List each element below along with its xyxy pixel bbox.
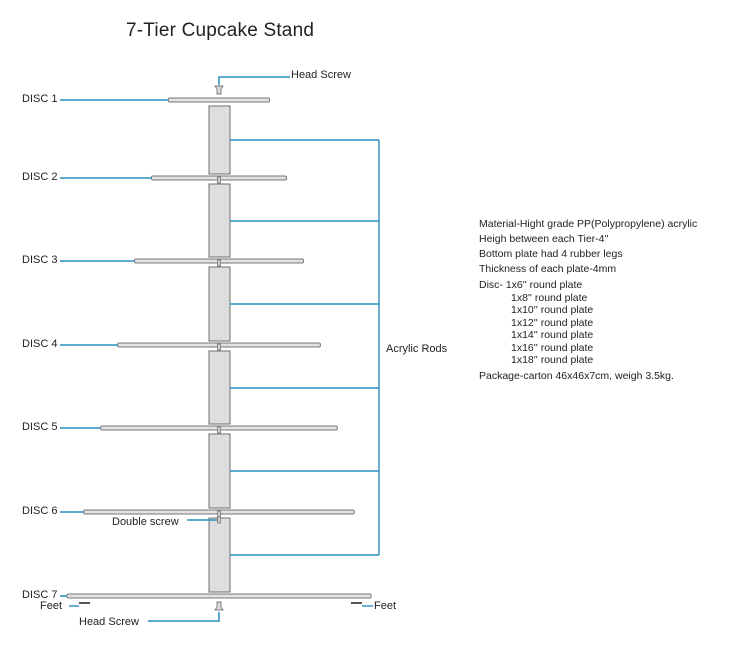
head-screw-top-icon bbox=[214, 85, 224, 95]
spec-package: Package-carton 46x46x7cm, weigh 3.5kg. bbox=[479, 369, 674, 382]
connector-pin bbox=[217, 259, 221, 267]
spec-disc-first: Disc- 1x6'' round plate bbox=[479, 279, 583, 291]
spec-thickness: Thickness of each plate-4mm bbox=[479, 263, 617, 275]
disc-label: DISC 3 bbox=[22, 254, 58, 266]
spec-bottom: Bottom plate had 4 rubber legs bbox=[479, 248, 623, 260]
foot-left-icon bbox=[79, 602, 90, 604]
spec-disc-item: 1x10'' round plate bbox=[511, 304, 594, 316]
spec-disc-item: 1x18'' round plate bbox=[511, 354, 594, 366]
disc-plate bbox=[167, 97, 271, 103]
connector-pin bbox=[217, 176, 221, 184]
connector-pin bbox=[217, 343, 221, 351]
feet-right-label: Feet bbox=[374, 600, 397, 612]
acrylic-rod bbox=[208, 105, 231, 175]
connector-pin bbox=[217, 426, 221, 434]
disc-label: DISC 5 bbox=[22, 421, 58, 433]
feet-left-label: Feet bbox=[40, 600, 63, 612]
spec-disc-item: 1x8'' round plate bbox=[511, 291, 588, 304]
disc-label: DISC 2 bbox=[22, 171, 58, 183]
head-screw-bottom-label: Head Screw bbox=[79, 616, 139, 628]
spec-disc-item: 1x14'' round plate bbox=[511, 329, 594, 341]
acrylic-rod bbox=[208, 266, 231, 342]
leaders-group bbox=[60, 76, 380, 622]
head-screw-bottom-icon bbox=[214, 601, 224, 611]
acrylic-rod bbox=[208, 350, 231, 425]
specifications-list: Material-Hight grade PP(Polypropylene) a… bbox=[479, 217, 697, 384]
connector-pin bbox=[217, 510, 221, 518]
disc-label: DISC 1 bbox=[22, 93, 58, 105]
rods-group bbox=[208, 105, 231, 593]
acrylic-rod bbox=[208, 517, 231, 593]
spec-disc-item: 1x12'' round plate bbox=[511, 316, 594, 329]
head-screw-bottom-leader bbox=[148, 612, 220, 622]
foot-right-icon bbox=[351, 602, 362, 604]
spec-height: Heigh between each Tier-4'' bbox=[479, 233, 609, 245]
disc-label: DISC 4 bbox=[22, 338, 58, 350]
disc-label: DISC 7 bbox=[22, 589, 58, 601]
spec-disc-item: 1x16'' round plate bbox=[511, 341, 594, 354]
spec-material: Material-Hight grade PP(Polypropylene) a… bbox=[479, 218, 698, 230]
disc-label: DISC 6 bbox=[22, 505, 58, 517]
hardware-group bbox=[79, 85, 362, 611]
acrylic-rod bbox=[208, 433, 231, 509]
diagram-title: 7-Tier Cupcake Stand bbox=[126, 20, 315, 41]
double-screw-label: Double screw bbox=[112, 516, 179, 528]
head-screw-top-leader bbox=[218, 76, 290, 85]
double-screw-icon bbox=[217, 516, 221, 524]
acrylic-rod bbox=[208, 183, 231, 258]
head-screw-top-label: Head Screw bbox=[291, 69, 351, 81]
disc-plate bbox=[66, 593, 372, 599]
acrylic-rods-label: Acrylic Rods bbox=[386, 343, 448, 355]
